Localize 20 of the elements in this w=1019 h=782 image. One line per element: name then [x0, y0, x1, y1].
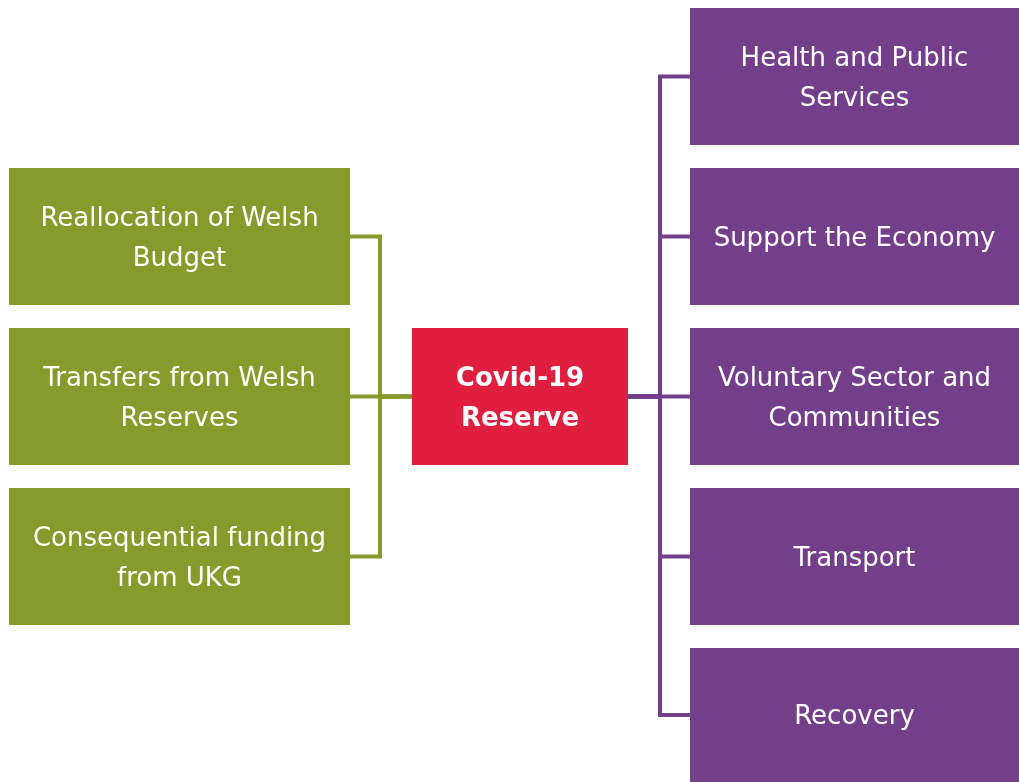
box-label: Support the Economy — [713, 220, 996, 254]
source-box — [9, 328, 350, 465]
allocation-box — [690, 328, 1019, 465]
allocation-box — [690, 648, 1019, 782]
box-label: Transport — [793, 540, 916, 574]
box-label: Voluntary Sector and Communities — [716, 360, 993, 434]
box-label: Covid-19 Reserve — [454, 360, 586, 434]
connector-line — [628, 394, 690, 717]
box-label: Health and Public Services — [739, 40, 970, 114]
allocation-box — [690, 168, 1019, 305]
box-label: Consequential funding from UKG — [31, 520, 328, 594]
source-box — [9, 488, 350, 625]
connector-line — [350, 394, 412, 559]
box-label: Recovery — [794, 699, 915, 732]
reserve-box — [412, 328, 628, 465]
source-box — [9, 168, 350, 305]
box-label: Reallocation of Welsh Budget — [39, 200, 320, 274]
allocation-box — [690, 488, 1019, 625]
box-label: Transfers from Welsh Reserves — [42, 360, 317, 434]
allocation-box — [690, 8, 1019, 145]
